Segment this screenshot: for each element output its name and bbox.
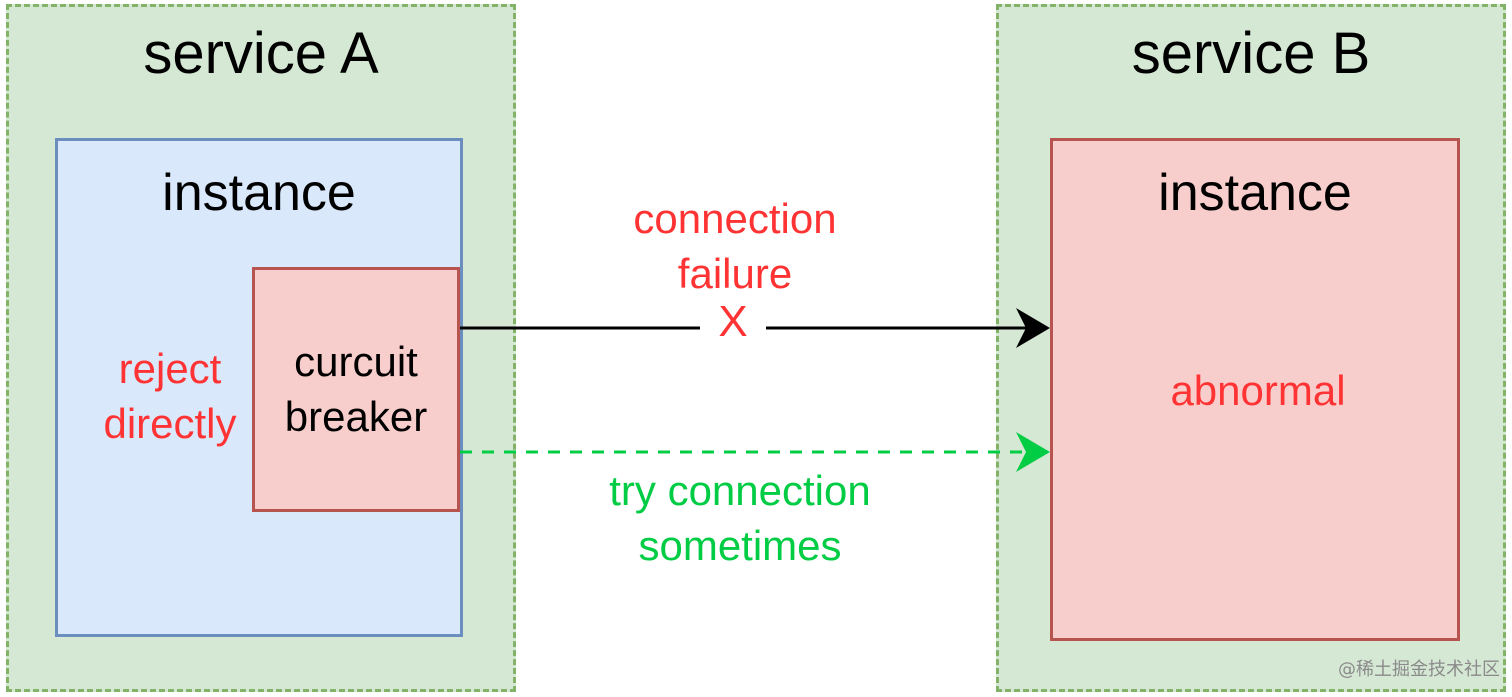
service-b-title: service B <box>1131 21 1371 86</box>
service-b-instance: instance <box>1050 138 1460 641</box>
reject-directly-label: reject directly <box>103 345 237 448</box>
circuit-breaker-label: curcuit breaker <box>284 337 428 440</box>
try-connection-label: try connection sometimes <box>609 467 871 570</box>
watermark: @稀土掘金技术社区 <box>1338 659 1500 680</box>
service-a-title: service A <box>143 21 379 86</box>
service-b-instance-title: instance <box>1158 164 1352 222</box>
service-a-instance-title: instance <box>162 164 356 222</box>
connection-failure-label: connection failure <box>633 195 837 298</box>
abnormal-status-label: abnormal <box>1170 367 1346 414</box>
circuit-breaker-box: curcuit breaker <box>252 267 460 512</box>
failure-cross-mark: X <box>718 297 748 346</box>
